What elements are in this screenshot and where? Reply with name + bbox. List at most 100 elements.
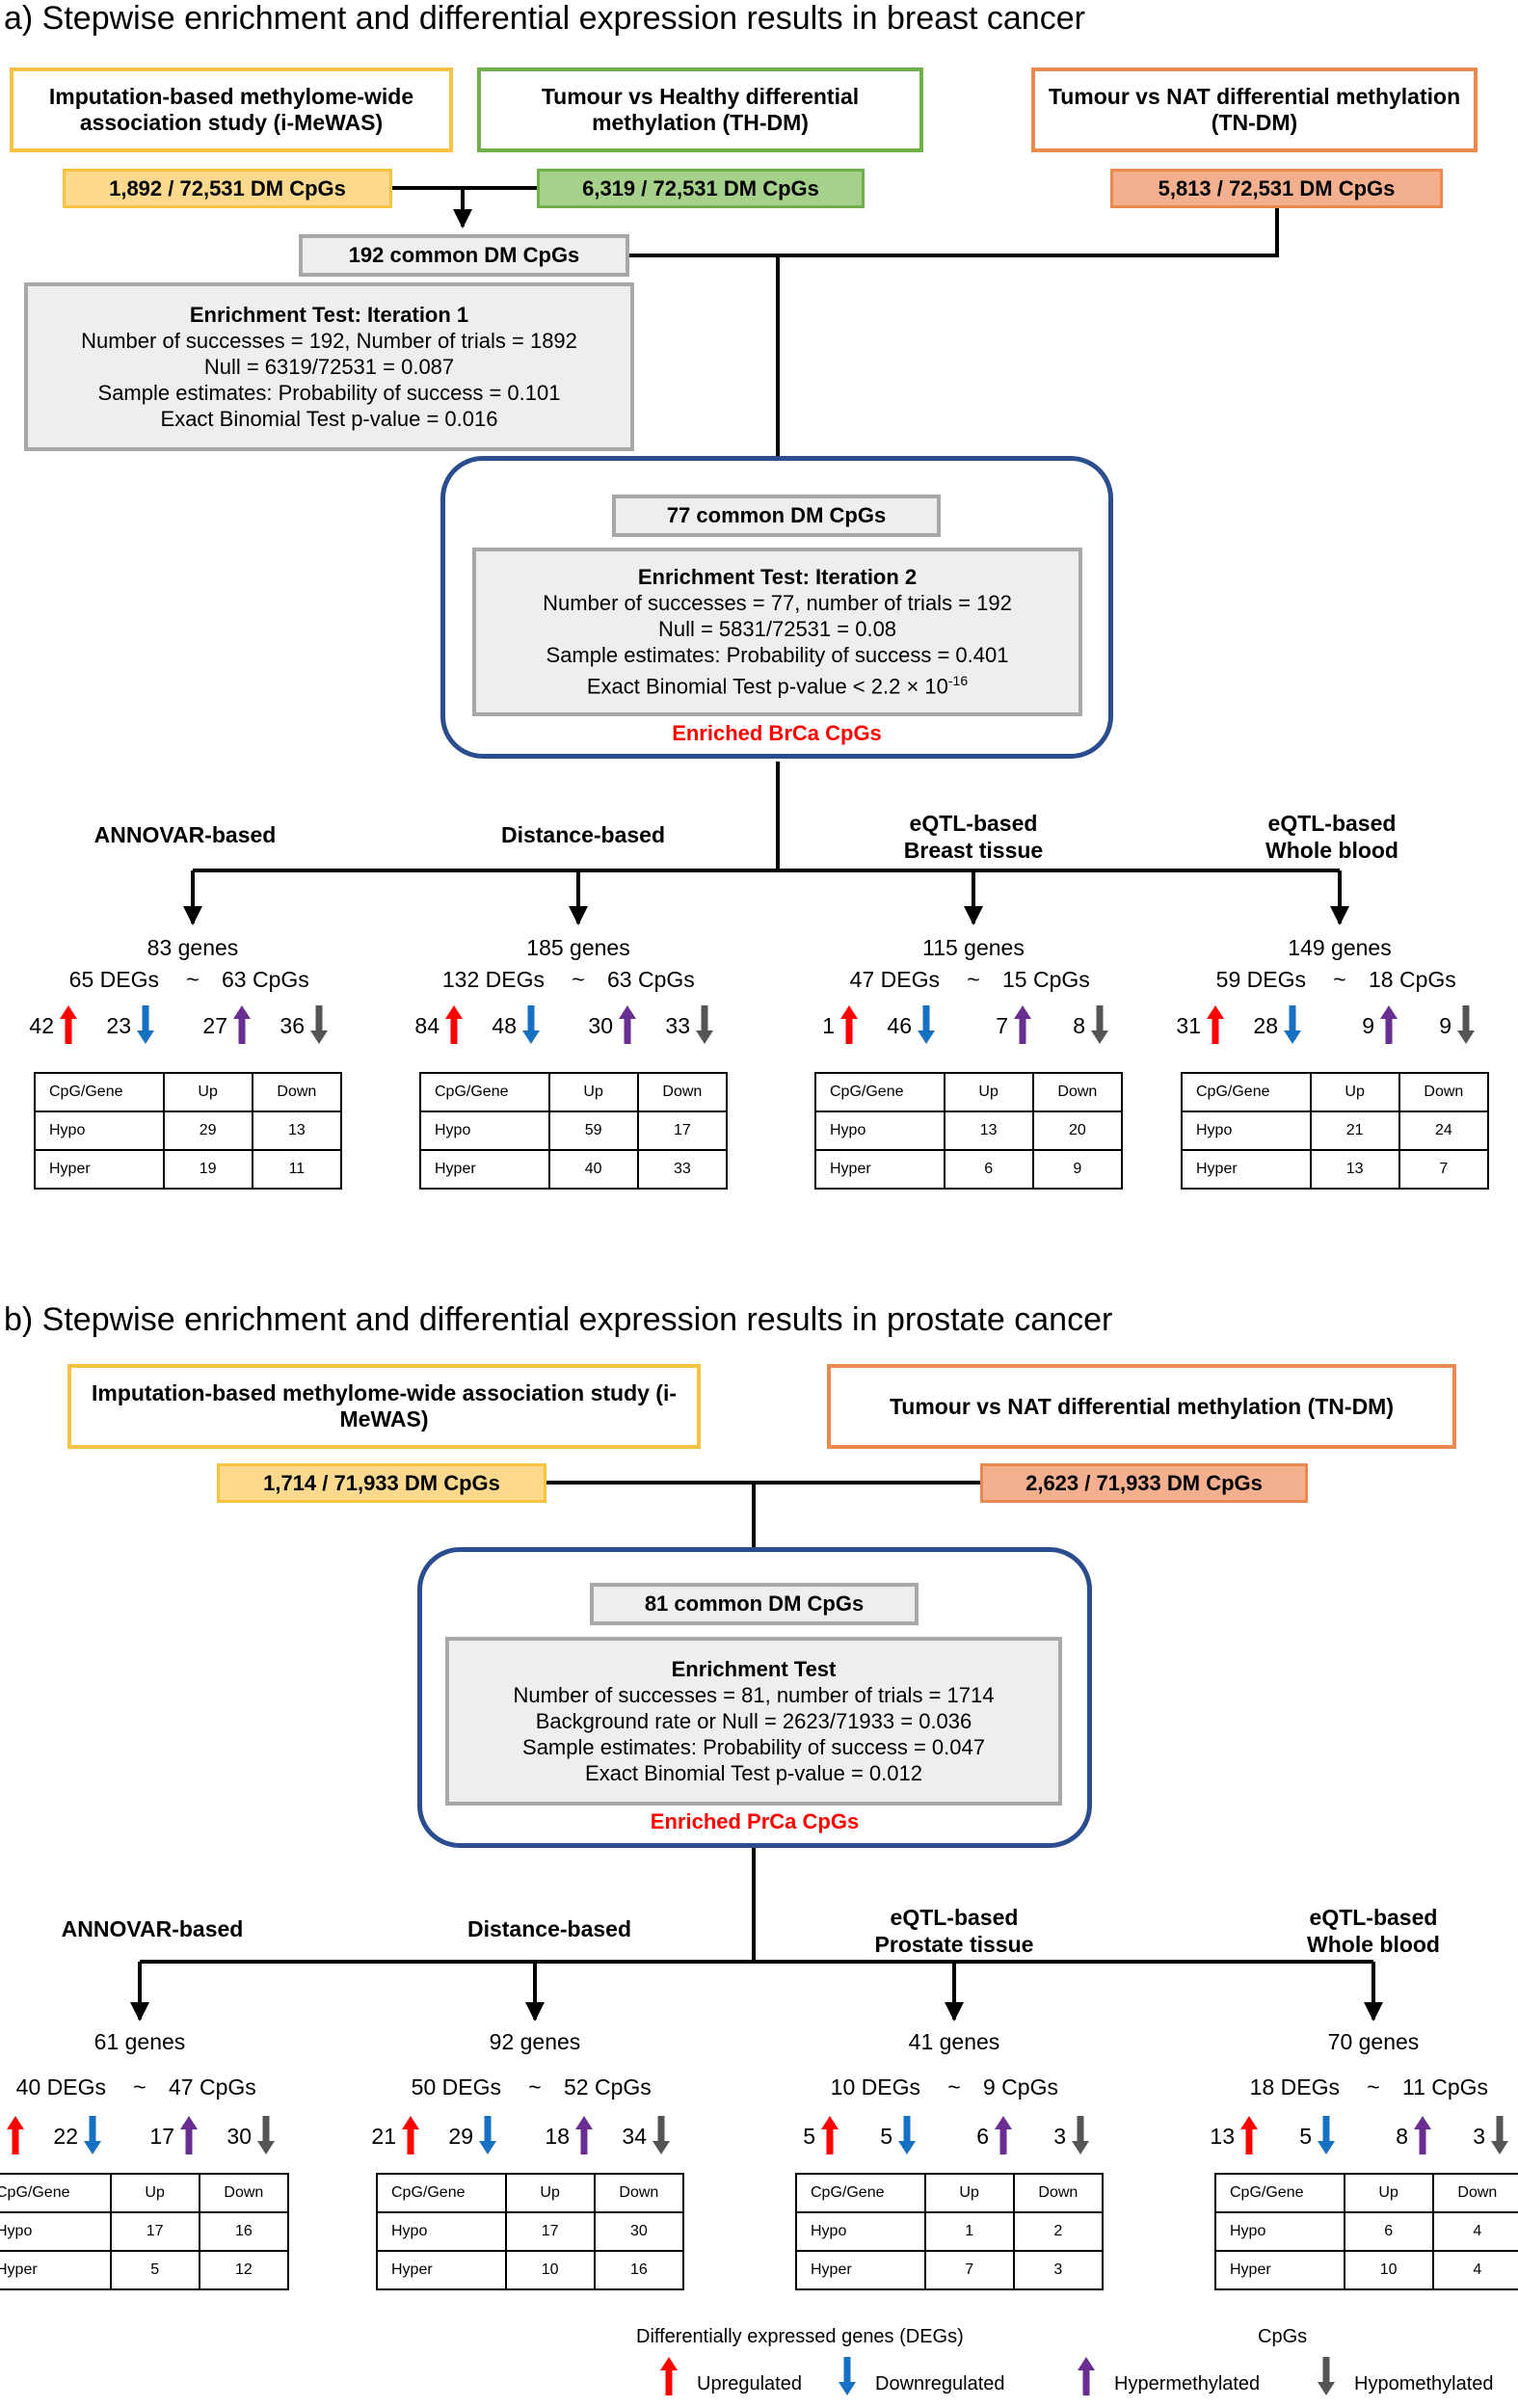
deg-count: 65 DEGs: [68, 967, 159, 992]
table-cell: 2: [1012, 2211, 1105, 2252]
test-line: Sample estimates: Probability of success…: [546, 643, 1009, 668]
method-label: ANNOVAR-based: [93, 822, 277, 847]
test-line: Sample estimates: Probability of success…: [522, 1735, 985, 1759]
count-box-tn-dm: 5,813 / 72,531 DM CpGs: [1110, 169, 1443, 208]
downregulated-arrow-icon: [1318, 2116, 1335, 2154]
tilde: ~: [528, 2074, 542, 2100]
table-cell: Hyper: [1181, 1149, 1312, 1190]
legend-cpgs-title: CpGs: [1258, 2326, 1308, 2347]
table-cell: 16: [198, 2211, 290, 2252]
table-cell: 6: [1343, 2211, 1434, 2252]
method-label: eQTL-based Prostate tissue: [874, 1905, 1034, 1957]
downregulated-arrow-icon: [84, 2116, 101, 2154]
upregulated-arrow-icon: [821, 2116, 839, 2154]
test-pvalue: Exact Binomial Test p-value < 2.2 × 10-1…: [586, 673, 969, 699]
table-cell: Hypo: [1181, 1110, 1312, 1151]
tilde: ~: [947, 2074, 961, 2100]
upregulated-arrow-icon: [1240, 2116, 1258, 2154]
source-box-tn-dm: Tumour vs NAT differential methylation (…: [827, 1364, 1456, 1449]
method-label: ANNOVAR-based: [61, 1916, 244, 1941]
table-cell: Hypo: [376, 2211, 507, 2252]
downregulated-arrow-icon: [522, 1005, 540, 1044]
table-cell: Hypo: [795, 2211, 926, 2252]
table-cell: Hypo: [419, 1110, 550, 1151]
upregulated-arrow-icon: [660, 2357, 678, 2395]
table-cell: Up: [109, 2173, 200, 2213]
down-count: 5: [880, 2124, 892, 2149]
table-cell: 29: [162, 1110, 253, 1151]
deg-count: 10 DEGs: [830, 2074, 920, 2100]
source-box-tn-dm: Tumour vs NAT differential methylation (…: [1031, 67, 1478, 152]
table-cell: Down: [1431, 2173, 1518, 2213]
hyper-count: 8: [1396, 2124, 1408, 2149]
table-cell: Down: [198, 2173, 290, 2213]
up-count: 21: [371, 2124, 396, 2149]
up-count: 5: [803, 2124, 815, 2149]
enriched-prca-label: Enriched PrCa CpGs: [650, 1809, 860, 1833]
count-box-th-dm: 6,319 / 72,531 DM CpGs: [537, 169, 865, 208]
table-cell: Hypo: [814, 1110, 945, 1151]
up-count: 31: [1176, 1013, 1201, 1038]
hyper-count: 18: [545, 2124, 570, 2149]
deg-count: 47 DEGs: [849, 967, 940, 992]
cpg-count: 52 CpGs: [564, 2074, 652, 2100]
table-cell: Hyper: [0, 2250, 112, 2290]
up-count: 1: [822, 1013, 835, 1038]
deg-count: 59 DEGs: [1215, 967, 1306, 992]
hypomethylated-arrow-icon: [1318, 2357, 1335, 2395]
source-label: Tumour vs NAT differential methylation (…: [889, 1393, 1395, 1419]
table-cell: 5: [109, 2250, 200, 2290]
downregulated-arrow-icon: [479, 2116, 496, 2154]
count-box-tn-dm: 2,623 / 71,933 DM CpGs: [980, 1463, 1308, 1503]
upregulated-arrow-icon: [1207, 1005, 1224, 1044]
tilde: ~: [1333, 967, 1346, 992]
hypo-count: 34: [622, 2124, 647, 2149]
hyper-count: 9: [1362, 1013, 1374, 1038]
table-cell: Hyper: [419, 1149, 550, 1190]
table-cell: CpG/Gene: [795, 2173, 926, 2213]
upregulated-arrow-icon: [402, 2116, 419, 2154]
cpg-count: 63 CpGs: [607, 967, 695, 992]
up-count: 84: [414, 1013, 439, 1038]
test-line: Exact Binomial Test p-value = 0.016: [160, 407, 498, 431]
hypermethylated-arrow-icon: [1014, 1005, 1031, 1044]
downregulated-arrow-icon: [839, 2357, 856, 2395]
gene-count: 185 genes: [526, 935, 630, 960]
table-cell: 13: [251, 1110, 343, 1151]
hypermethylated-arrow-icon: [180, 2116, 198, 2154]
table-cell: 21: [1309, 1110, 1400, 1151]
table-cell: CpG/Gene: [0, 2173, 112, 2213]
hypermethylated-arrow-icon: [995, 2116, 1012, 2154]
upregulated-arrow-icon: [7, 2116, 24, 2154]
hypo-count: 8: [1073, 1013, 1085, 1038]
hypomethylated-arrow-icon: [1457, 1005, 1475, 1044]
gene-count: 83 genes: [146, 935, 239, 960]
source-label: Imputation-based methylome-wide associat…: [91, 1380, 678, 1431]
table-cell: 20: [1031, 1110, 1124, 1151]
downregulated-arrow-icon: [137, 1005, 154, 1044]
gene-count: 41 genes: [908, 2029, 1000, 2054]
cpg-count: 63 CpGs: [222, 967, 309, 992]
downregulated-arrow-icon: [1284, 1005, 1301, 1044]
hypo-count: 33: [665, 1013, 690, 1038]
downregulated-arrow-icon: [898, 2116, 916, 2154]
cpg-count: 9 CpGs: [983, 2074, 1058, 2100]
table-cell: 7: [1398, 1149, 1490, 1190]
source-box-th-dm: Tumour vs Healthy differential methylati…: [477, 67, 923, 152]
table-cell: Down: [593, 2173, 685, 2213]
tilde: ~: [1367, 2074, 1380, 2100]
test-line: Null = 5831/72531 = 0.08: [657, 617, 897, 642]
hypo-count: 9: [1439, 1013, 1451, 1038]
